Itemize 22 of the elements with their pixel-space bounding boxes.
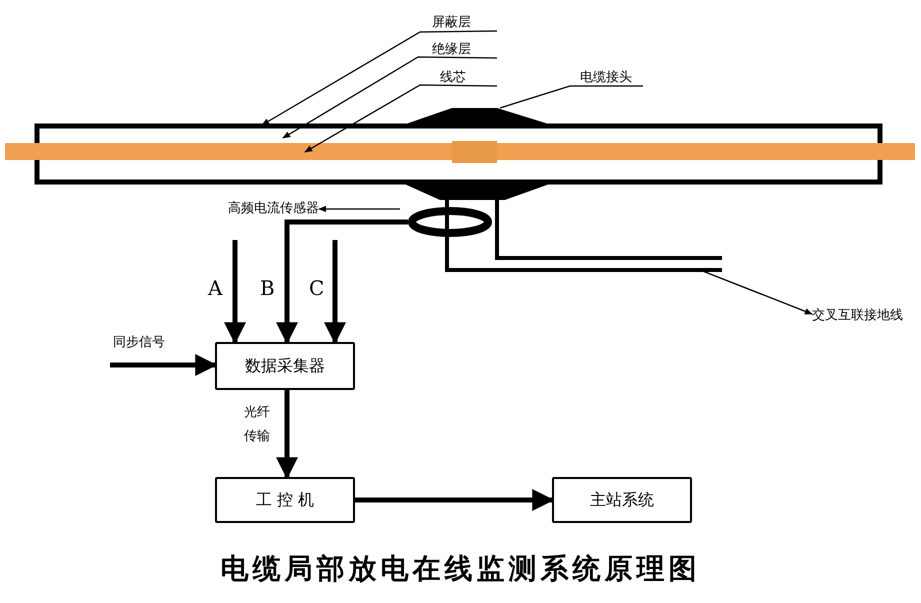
arrow: [276, 390, 298, 480]
leader-line: [261, 30, 497, 126]
diagram-title: 电缆局部放电在线监测系统原理图: [220, 551, 702, 587]
leader-text: 绝缘层: [432, 40, 471, 58]
arrow: [276, 220, 408, 344]
leader-line: [500, 85, 643, 109]
arrow: [355, 489, 554, 511]
process-box: 数据采集器: [215, 342, 355, 390]
process-box: 主站系统: [552, 477, 692, 523]
leader-line: [282, 56, 497, 139]
leader-line: [304, 84, 497, 153]
sensor-label: 高频电流传感器: [228, 199, 319, 217]
leader-text: 电缆接头: [580, 68, 632, 86]
arrow: [110, 354, 218, 376]
process-box: 工 控 机: [215, 477, 355, 523]
leader-text: 屏蔽层: [432, 13, 471, 31]
arrow: [224, 240, 246, 344]
leader-text: 线芯: [440, 68, 466, 86]
leader-line: [318, 206, 400, 212]
leader-text: 交叉互联接地线: [812, 306, 903, 324]
arrow: [324, 240, 346, 344]
edge-label: 同步信号: [113, 333, 165, 351]
